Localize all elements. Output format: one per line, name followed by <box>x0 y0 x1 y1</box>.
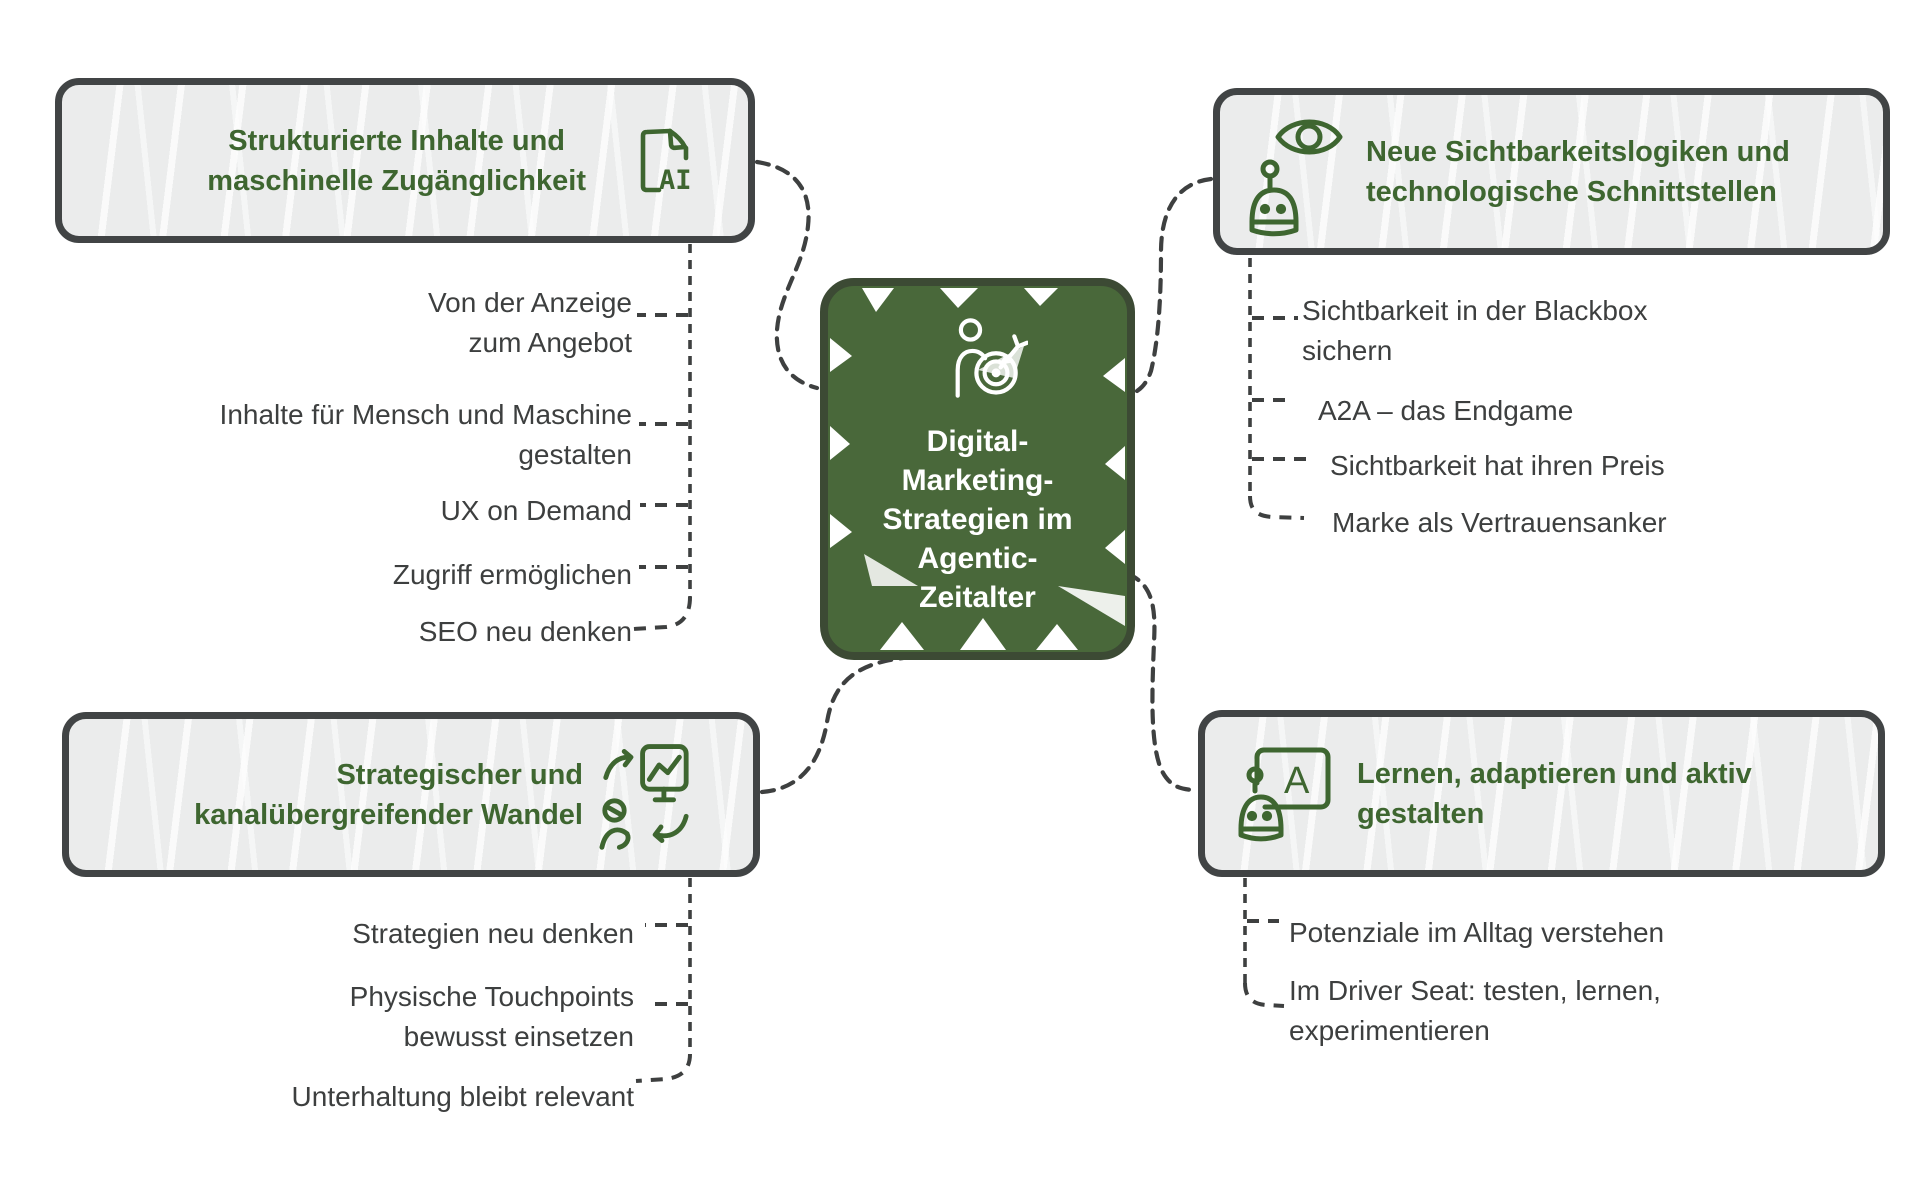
trunk-top-left-tail <box>632 596 692 631</box>
central-title-line: Agentic- <box>917 542 1038 575</box>
curve-topleft-to-node <box>754 159 820 391</box>
list-item: Von der Anzeige zum Angebot <box>428 287 632 358</box>
central-title-line: Strategien im <box>882 503 1073 536</box>
list-item: Im Driver Seat: testen, lernen, experime… <box>1289 975 1661 1046</box>
list-item: Strategien neu denken <box>352 918 634 949</box>
topic-title-line: Strategischer und <box>336 758 583 791</box>
central-title-line: Digital- <box>926 425 1029 458</box>
robot-board-icon: A <box>1237 745 1333 843</box>
list-item: Physische Touchpoints bewusst einsetzen <box>349 981 634 1052</box>
curve-bottomleft-to-node <box>759 655 906 795</box>
central-topic-title: Digital- Marketing- Strategien im Agenti… <box>828 422 1127 617</box>
person-chart-icon <box>599 739 691 851</box>
topic-title: Strategischer und kanalübergreifender Wa… <box>194 755 583 835</box>
list-item: Sichtbarkeit hat ihren Preis <box>1330 450 1665 481</box>
list-item: SEO neu denken <box>418 616 632 647</box>
list-item: Marke als Vertrauensanker <box>1332 507 1667 538</box>
central-title-line: Zeitalter <box>919 581 1036 614</box>
central-topic-node: Digital- Marketing- Strategien im Agenti… <box>820 278 1135 660</box>
topic-title-line: maschinelle Zugänglichkeit <box>207 164 586 197</box>
topic-title-line: gestalten <box>1357 797 1485 830</box>
topic-title: Strukturierte Inhalte und maschinelle Zu… <box>207 121 586 201</box>
central-title-line: Marketing- <box>901 464 1054 497</box>
topic-box-strategic-change: Strategischer und kanalübergreifender Wa… <box>62 712 760 877</box>
topic-title-line: Strukturierte Inhalte und <box>228 124 566 157</box>
list-item: Inhalte für Mensch und Maschine gestalte… <box>219 399 632 470</box>
trunk-top-right-tail <box>1248 495 1305 520</box>
list-item: Zugriff ermöglichen <box>392 559 632 590</box>
topic-title: Neue Sichtbarkeitslogiken und technologi… <box>1366 132 1790 212</box>
list-item: Sichtbarkeit in der Blackbox sichern <box>1302 295 1648 366</box>
list-item: Potenziale im Alltag verstehen <box>1289 917 1665 948</box>
trunk-bottom-left-tail <box>635 1053 692 1083</box>
topic-title-line: Neue Sichtbarkeitslogiken und <box>1366 135 1790 168</box>
list-item: Unterhaltung bleibt relevant <box>291 1081 634 1112</box>
trunk-bottom-right-tail <box>1243 982 1285 1008</box>
topic-title-line: technologische Schnittstellen <box>1366 175 1777 208</box>
topic-title: Lernen, adaptieren und aktiv gestalten <box>1357 754 1752 834</box>
topic-title-line: Lernen, adaptieren und aktiv <box>1357 757 1752 790</box>
person-target-icon <box>944 316 1028 406</box>
robot-eye-icon <box>1246 106 1346 238</box>
topic-box-learn-adapt: A Lernen, adaptieren und aktiv gestalten <box>1198 710 1885 877</box>
topic-box-structured-content: Strukturierte Inhalte und maschinelle Zu… <box>55 78 755 243</box>
curve-node-to-bottomright <box>1125 571 1200 793</box>
svg-text:A: A <box>1284 760 1310 802</box>
list-item: UX on Demand <box>440 495 632 526</box>
ai-document-icon: AI <box>634 125 696 197</box>
list-item: A2A – das Endgame <box>1318 395 1574 426</box>
curve-node-to-topright <box>1134 176 1214 394</box>
svg-text:AI: AI <box>659 165 692 196</box>
topic-title-line: kanalübergreifender Wandel <box>194 798 583 831</box>
topic-box-visibility-logic: Neue Sichtbarkeitslogiken und technologi… <box>1213 88 1890 255</box>
